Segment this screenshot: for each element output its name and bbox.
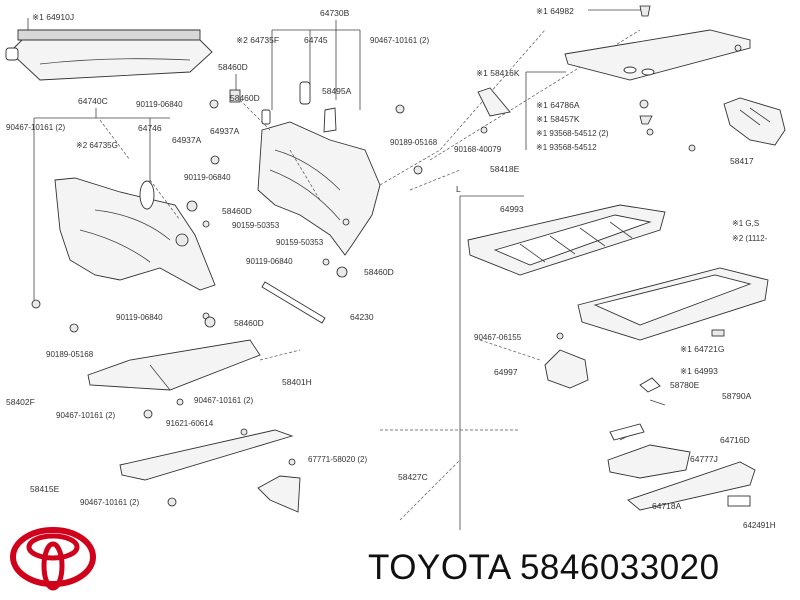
part-label: 58495A xyxy=(322,86,352,96)
section-mark: L xyxy=(456,184,461,194)
jack-holder-64997 xyxy=(544,349,589,389)
storage-tray-upper xyxy=(467,204,666,276)
part-label: ※1 64993 xyxy=(680,366,718,376)
side-bracket-58417 xyxy=(723,97,786,146)
part-label: 90159-50353 xyxy=(276,238,324,247)
part-label: 64937A xyxy=(210,126,240,136)
legend-note-1: ※1 G,S xyxy=(732,219,759,228)
part-label: 90467-10161 (2) xyxy=(56,411,115,420)
part-label: 91621-60614 xyxy=(166,419,214,428)
part-label: 64777J xyxy=(690,454,718,464)
part-label: 90467-10161 (2) xyxy=(6,123,65,132)
floor-mat-lower xyxy=(119,429,294,481)
part-label: 58415E xyxy=(30,484,60,494)
part-label: ※1 93568-54512 xyxy=(536,143,597,152)
brand-part-number: TOYOTA 5846033020 xyxy=(368,548,720,587)
part-label: 58460D xyxy=(230,93,260,103)
part-label: ※1 58416K xyxy=(476,68,520,78)
tray-64718a xyxy=(627,461,756,511)
part-label: 58780E xyxy=(670,380,700,390)
part-label: 58402F xyxy=(6,397,35,407)
part-label: 90467-10161 (2) xyxy=(194,396,253,405)
part-label: 90189-05168 xyxy=(46,350,94,359)
part-label: 90467-10161 (2) xyxy=(370,36,429,45)
part-label: 58460D xyxy=(222,206,252,216)
part-label: ※1 93568-54512 (2) xyxy=(536,129,609,138)
part-label: 58401H xyxy=(282,377,312,387)
part-label: 90467-10161 (2) xyxy=(80,498,139,507)
part-label: 64716D xyxy=(720,435,750,445)
storage-tray-lower xyxy=(577,267,769,341)
part-label: ※1 64910J xyxy=(32,12,74,22)
part-label: 90119-06840 xyxy=(116,313,163,322)
center-trim-panel xyxy=(257,81,381,256)
left-trim-panel xyxy=(54,177,216,291)
part-label: 67771-58020 (2) xyxy=(308,455,367,464)
diagram-code: 642491H xyxy=(743,521,776,530)
part-label: 64993 xyxy=(500,204,524,214)
part-label: 64730B xyxy=(320,8,350,18)
toyota-logo xyxy=(10,527,96,591)
part-label: 58460D xyxy=(234,318,264,328)
part-label: 64745 xyxy=(304,35,328,45)
part-label: ※1 58457K xyxy=(536,114,580,124)
part-label: 58418E xyxy=(490,164,520,174)
part-label: 90467-06155 xyxy=(474,333,522,342)
legend-note-2: ※2 (1112- xyxy=(732,234,768,243)
part-label: 90119-06840 xyxy=(246,257,293,266)
part-label: ※2 64735G xyxy=(76,141,118,150)
part-label: 64997 xyxy=(494,367,518,377)
part-label: 64740C xyxy=(78,96,108,106)
part-label: 58417 xyxy=(730,156,754,166)
part-label: 90119-06840 xyxy=(184,173,231,182)
tool-tray-64777j xyxy=(607,444,691,479)
floor-mat-upper xyxy=(87,339,261,391)
part-label: 58460D xyxy=(364,267,394,277)
part-label: 90159-50353 xyxy=(232,221,280,230)
part-label: 90168-40079 xyxy=(454,145,502,154)
part-label: ※1 64721G xyxy=(680,344,724,354)
part-label: 58790A xyxy=(722,391,752,401)
part-label: 58460D xyxy=(218,62,248,72)
part-label: 90119-06840 xyxy=(136,100,183,109)
part-label: ※1 64982 xyxy=(536,6,574,16)
part-label: 64718A xyxy=(652,501,682,511)
part-label: ※2 64735F xyxy=(236,35,279,45)
shelf-board xyxy=(564,29,751,81)
part-label: 64746 xyxy=(138,123,162,133)
part-label: 58427C xyxy=(398,472,428,482)
part-label: 90189-05168 xyxy=(390,138,438,147)
part-label: 64230 xyxy=(350,312,374,322)
tonneau-cover xyxy=(5,29,213,81)
part-label: 64937A xyxy=(172,135,202,145)
part-label: ※1 64786A xyxy=(536,100,580,110)
